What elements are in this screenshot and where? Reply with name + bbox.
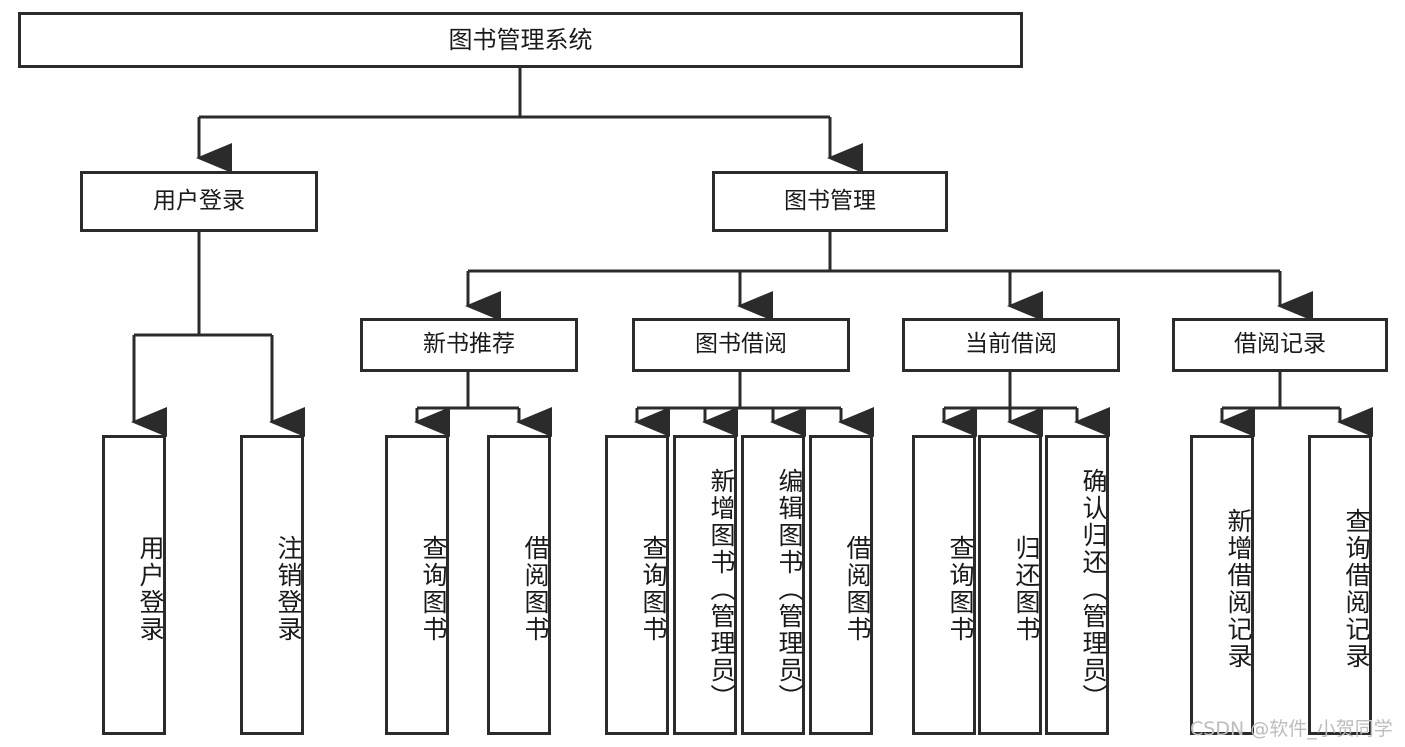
node-label: 借阅图书 bbox=[843, 535, 872, 643]
node-label: 图书管理系统 bbox=[448, 25, 593, 54]
leaf-borrow-record-query-record[interactable]: 查询借阅记录 bbox=[1308, 435, 1372, 735]
leaf-current-borrow-query-book[interactable]: 查询图书 bbox=[912, 435, 976, 735]
leaf-book-borrow-borrow-book[interactable]: 借阅图书 bbox=[809, 435, 873, 735]
leaf-user-login-logout[interactable]: 注销登录 bbox=[240, 435, 304, 735]
node-label: 查询图书 bbox=[639, 535, 668, 643]
node-label: 查询借阅记录 bbox=[1342, 508, 1371, 670]
node-label: 借阅记录 bbox=[1234, 331, 1326, 358]
node-label: 编辑图书（管理员） bbox=[775, 467, 804, 711]
node-label: 查询图书 bbox=[946, 535, 975, 643]
node-label: 图书借阅 bbox=[695, 331, 787, 358]
node-book-borrow[interactable]: 图书借阅 bbox=[632, 318, 850, 372]
node-borrow-record[interactable]: 借阅记录 bbox=[1172, 318, 1388, 372]
watermark-text: CSDN @软件_小贺同学 bbox=[1190, 718, 1393, 740]
leaf-borrow-record-add-record[interactable]: 新增借阅记录 bbox=[1190, 435, 1254, 735]
node-book-management[interactable]: 图书管理 bbox=[712, 171, 948, 232]
node-label: 用户登录 bbox=[153, 187, 245, 214]
node-label: 新书推荐 bbox=[423, 331, 515, 358]
leaf-new-book-borrow-book[interactable]: 借阅图书 bbox=[487, 435, 551, 735]
node-label: 图书管理 bbox=[784, 187, 876, 214]
node-label: 当前借阅 bbox=[965, 331, 1057, 358]
node-label: 确认归还（管理员） bbox=[1079, 467, 1108, 711]
leaf-current-borrow-return-book[interactable]: 归还图书 bbox=[978, 435, 1042, 735]
leaf-current-borrow-confirm-return-admin[interactable]: 确认归还（管理员） bbox=[1045, 435, 1109, 735]
node-label: 查询图书 bbox=[419, 535, 448, 643]
node-root-book-management-system[interactable]: 图书管理系统 bbox=[18, 12, 1023, 68]
node-user-login[interactable]: 用户登录 bbox=[80, 171, 318, 232]
node-label: 借阅图书 bbox=[521, 535, 550, 643]
node-new-book-recommend[interactable]: 新书推荐 bbox=[360, 318, 578, 372]
leaf-book-borrow-edit-book-admin[interactable]: 编辑图书（管理员） bbox=[741, 435, 805, 735]
leaf-user-login-login[interactable]: 用户登录 bbox=[102, 435, 166, 735]
leaf-new-book-query-book[interactable]: 查询图书 bbox=[385, 435, 449, 735]
leaf-book-borrow-add-book-admin[interactable]: 新增图书（管理员） bbox=[673, 435, 737, 735]
node-label: 归还图书 bbox=[1012, 535, 1041, 643]
node-current-borrow[interactable]: 当前借阅 bbox=[902, 318, 1120, 372]
node-label: 注销登录 bbox=[274, 535, 303, 643]
leaf-book-borrow-query-book[interactable]: 查询图书 bbox=[605, 435, 669, 735]
node-label: 新增图书（管理员） bbox=[707, 467, 736, 711]
node-label: 用户登录 bbox=[136, 535, 165, 643]
node-label: 新增借阅记录 bbox=[1224, 508, 1253, 670]
